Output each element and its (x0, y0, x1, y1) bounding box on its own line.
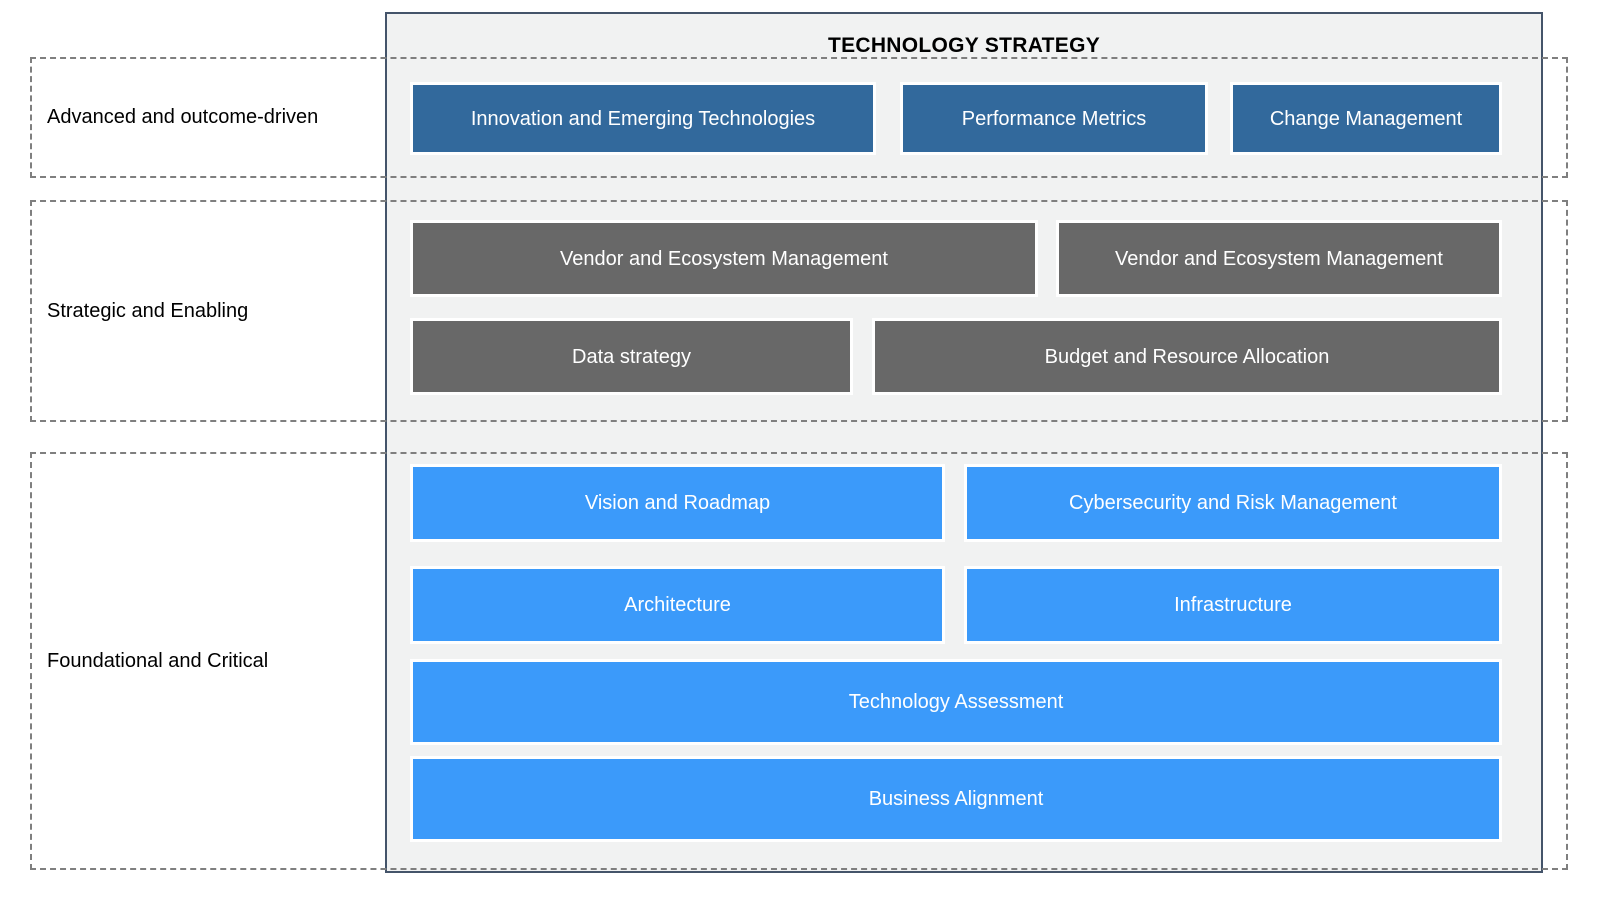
tier-strategic-and-enabling: Strategic and Enabling (30, 200, 1568, 422)
tier-label-strategic: Strategic and Enabling (47, 299, 249, 322)
box-vendor-and-ecosystem-management-2: Vendor and Ecosystem Management (1056, 220, 1502, 297)
box-data-strategy: Data strategy (410, 318, 853, 395)
box-change-management: Change Management (1230, 82, 1502, 155)
box-technology-assessment: Technology Assessment (410, 659, 1502, 745)
tier-foundational-and-critical: Foundational and Critical (30, 452, 1568, 870)
box-performance-metrics: Performance Metrics (900, 82, 1208, 155)
tier-advanced-and-outcome-driven: Advanced and outcome-driven (30, 57, 1568, 178)
tier-label-advanced: Advanced and outcome-driven (47, 106, 319, 128)
box-cybersecurity-and-risk-management: Cybersecurity and Risk Management (964, 464, 1502, 542)
box-vendor-and-ecosystem-management-1: Vendor and Ecosystem Management (410, 220, 1038, 297)
box-budget-and-resource-allocation: Budget and Resource Allocation (872, 318, 1502, 395)
box-infrastructure: Infrastructure (964, 566, 1502, 644)
box-business-alignment: Business Alignment (410, 756, 1502, 842)
box-architecture: Architecture (410, 566, 945, 644)
box-vision-and-roadmap: Vision and Roadmap (410, 464, 945, 542)
box-innovation-and-emerging-technologies: Innovation and Emerging Technologies (410, 82, 876, 155)
diagram-title: TECHNOLOGY STRATEGY (827, 34, 1101, 57)
tier-label-foundational: Foundational and Critical (47, 649, 269, 672)
